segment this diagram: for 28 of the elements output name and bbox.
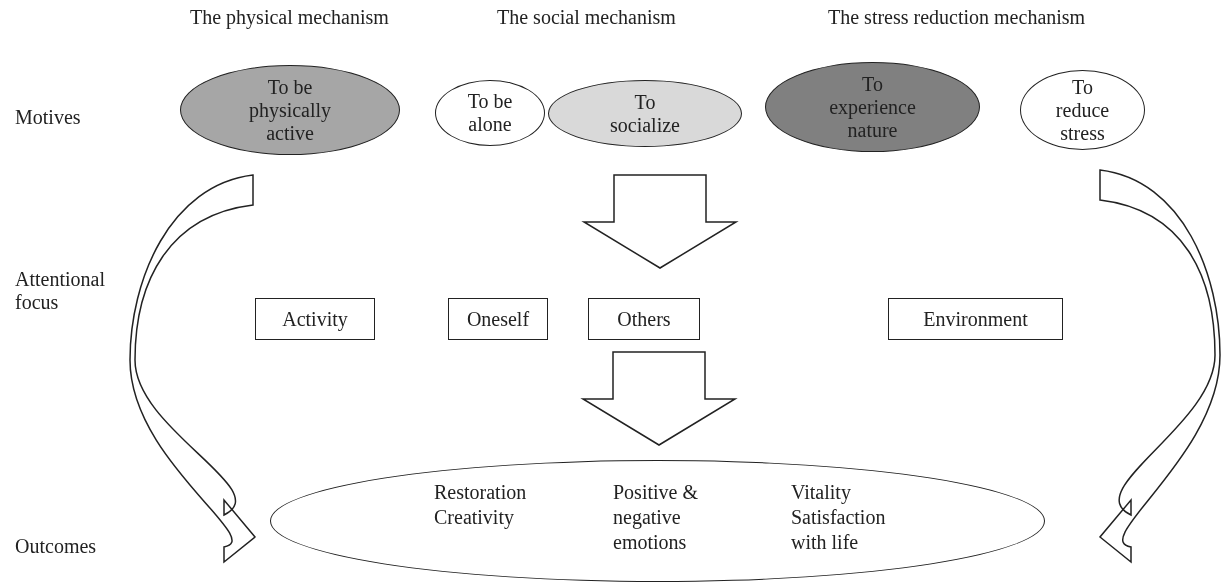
focus-text: Others [617, 307, 671, 331]
column-heading: The physical mechanism [190, 6, 389, 29]
focus-text: Oneself [466, 307, 530, 331]
outcome-text: Creativity [434, 505, 515, 530]
block-arrow [580, 351, 738, 446]
motive-text: To be alone [466, 90, 514, 136]
block-arrow [129, 174, 256, 563]
outcome-text: Positive & negative emotions [613, 480, 699, 555]
focus-box [448, 298, 548, 340]
focus-text: Activity [282, 307, 348, 331]
row-label: Outcomes [15, 535, 97, 558]
focus-box [588, 298, 700, 340]
motive-text: To reduce stress [1054, 75, 1111, 145]
outcome-text: Satisfaction with life [791, 505, 887, 555]
block-arrow [1099, 169, 1221, 563]
column-heading: The social mechanism [497, 6, 676, 29]
block-arrow [581, 174, 739, 269]
column-heading: The stress reduction mechanism [828, 6, 1086, 29]
focus-text: Environment [923, 307, 1028, 331]
focus-box [888, 298, 1063, 340]
outcome-text: Restoration [434, 480, 528, 505]
motive-text: To socialize [609, 90, 681, 137]
focus-box [255, 298, 375, 340]
motive-text: To experience nature [828, 72, 917, 142]
row-label: Attentional focus [15, 268, 106, 314]
row-label: Motives [15, 106, 81, 129]
motive-text: To be physically active [247, 75, 333, 145]
outcome-text: Vitality [791, 480, 852, 505]
